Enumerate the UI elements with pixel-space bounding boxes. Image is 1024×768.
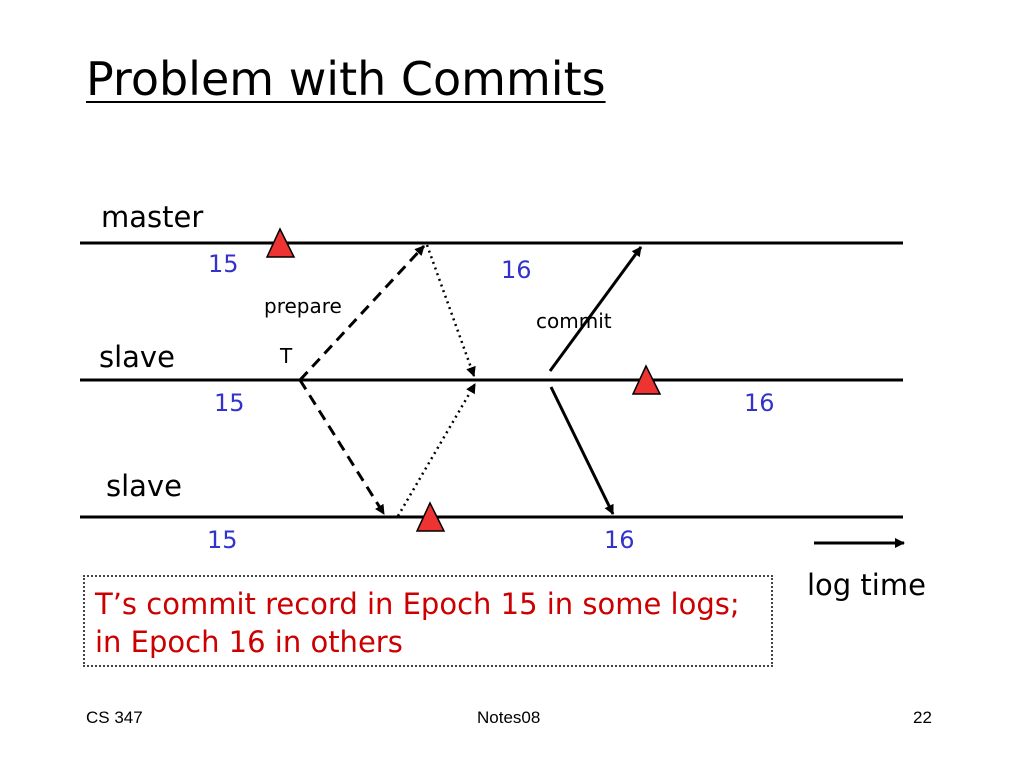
- slave-2-label: slave: [106, 469, 182, 503]
- slave-1-label: slave: [99, 340, 175, 374]
- master-epoch-marker: [265, 227, 296, 258]
- commit-to-slave-arrow: [549, 386, 615, 515]
- footer-page-number: 22: [913, 708, 932, 727]
- prepare-to-slave-arrow: [298, 379, 386, 515]
- prepare-label: prepare: [264, 294, 342, 318]
- slave-2-epoch-before: 15: [207, 526, 238, 554]
- caption-line-2: in Epoch 16 in others: [95, 625, 403, 659]
- master-epoch-before: 15: [208, 250, 239, 278]
- log-time-label: log time: [807, 568, 926, 602]
- footer-course: CS 347: [86, 708, 143, 727]
- commit-label: commit: [536, 309, 612, 333]
- slave-1-epoch-before: 15: [214, 389, 245, 417]
- commit-to-master-arrow: [548, 246, 643, 372]
- slave-ack-arrow: [396, 383, 477, 517]
- master-epoch-after: 16: [501, 256, 532, 284]
- caption-line-1: T’s commit record in Epoch 15 in some lo…: [95, 587, 740, 621]
- footer-notes: Notes08: [477, 708, 541, 727]
- transaction-label: T: [280, 344, 293, 368]
- slave-1-epoch-after: 16: [744, 389, 775, 417]
- slave-2-epoch-marker: [415, 501, 446, 532]
- slide-title: Problem with Commits: [86, 52, 606, 106]
- master-label: master: [101, 200, 204, 234]
- master-ack-arrow: [425, 244, 476, 377]
- slave-1-epoch-marker: [631, 364, 662, 395]
- prepare-to-master-arrow: [298, 244, 426, 382]
- slave-2-epoch-after: 16: [604, 526, 635, 554]
- caption-box: T’s commit record in Epoch 15 in some lo…: [83, 575, 773, 667]
